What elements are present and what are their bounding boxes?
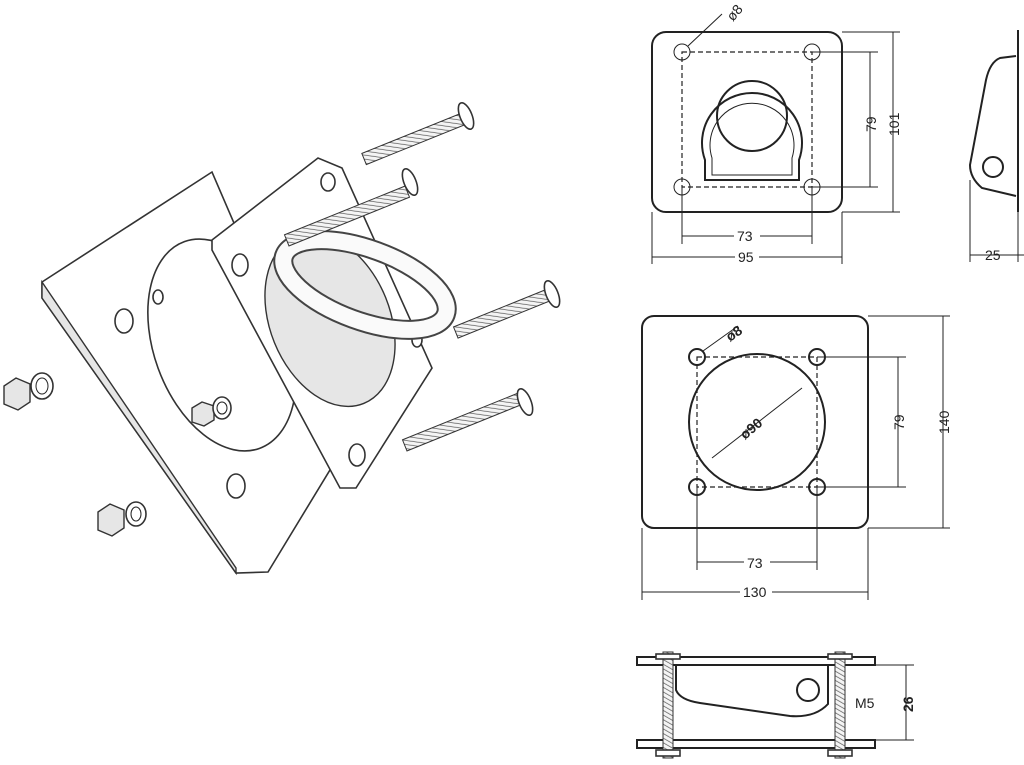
top-height-label: 101: [886, 112, 902, 136]
backing-hole-spacing-h-label: 73: [747, 555, 763, 571]
backing-plate-view: ø90 ø8 79 140 73 130: [641, 315, 952, 600]
nuts: [3, 372, 232, 537]
top-width-label: 95: [738, 249, 754, 265]
bolt-size-label: M5: [855, 695, 875, 711]
side-view: 25: [968, 30, 1024, 263]
exploded-view: [3, 102, 561, 576]
ring-plate-3d: [211, 157, 457, 489]
screws: [283, 102, 561, 452]
section-view: M5 26: [636, 651, 916, 759]
top-hole-spacing-h-label: 73: [737, 228, 753, 244]
top-view: ø8 79 101 73 95: [651, 1, 902, 265]
backing-plate-3d: [41, 170, 337, 576]
section-height-label: 26: [900, 696, 916, 712]
top-hole-spacing-v-label: 79: [863, 116, 879, 132]
backing-height-label: 140: [936, 410, 952, 434]
backing-hole-spacing-v-label: 79: [891, 414, 907, 430]
backing-width-label: 130: [743, 584, 767, 600]
backing-hole-dia-label: ø8: [723, 322, 746, 345]
top-hole-dia-label: ø8: [723, 1, 746, 24]
cutout-dia-label: ø90: [737, 414, 766, 442]
side-depth-label: 25: [985, 247, 1001, 263]
